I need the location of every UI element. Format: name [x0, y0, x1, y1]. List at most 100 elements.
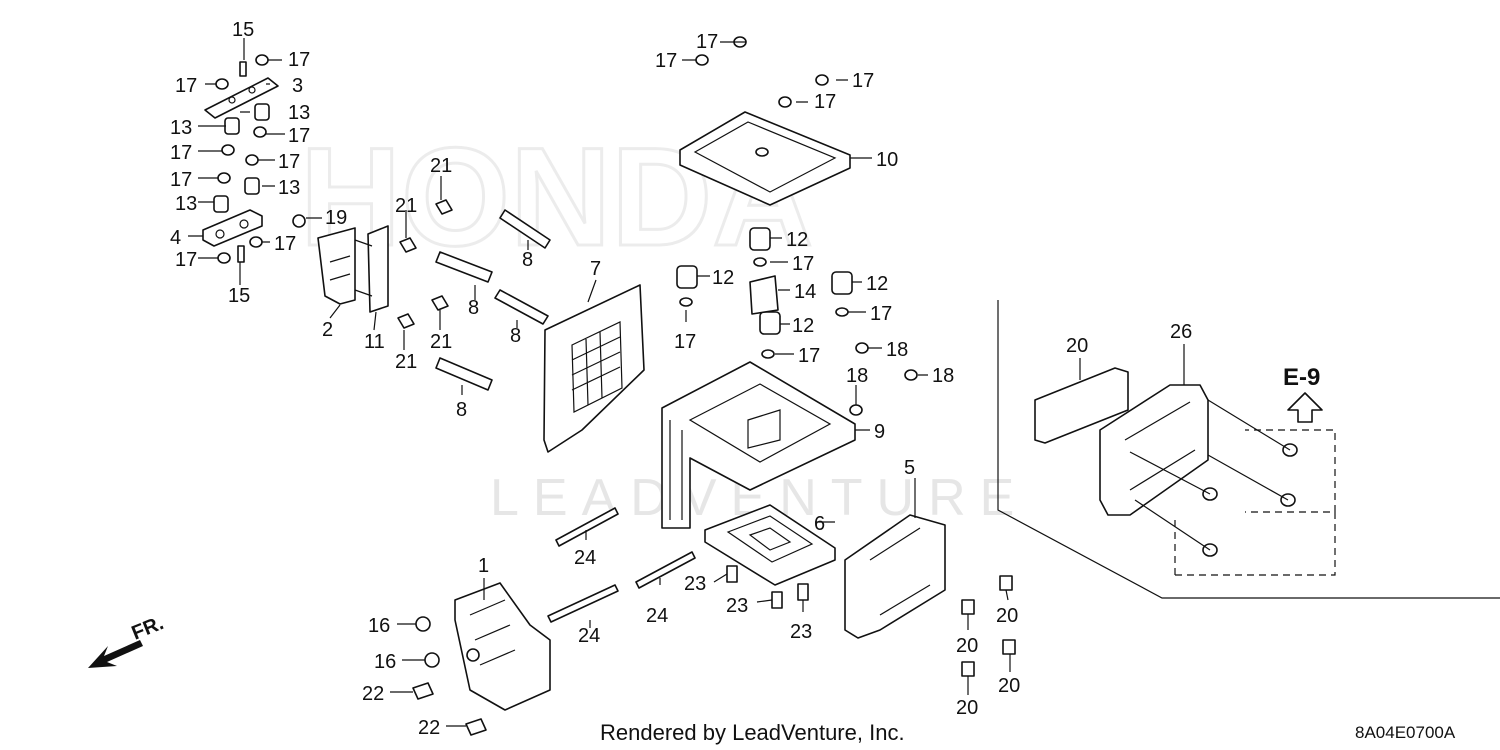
callout-label: 23 [726, 595, 748, 617]
callout-label: 4 [170, 227, 181, 249]
callout-label: 6 [814, 513, 825, 535]
nuts-18 [849, 342, 918, 416]
callout-label: 8 [468, 297, 479, 319]
callout-label: 17 [170, 142, 192, 164]
cover-25 [1099, 384, 1298, 557]
callout-label: 17 [175, 75, 197, 97]
arrow-up-outline-icon [1287, 392, 1323, 423]
callout-label: 22 [418, 717, 440, 739]
bracket-11 [354, 225, 389, 313]
callout-label: 24 [646, 605, 668, 627]
reference-arrow: E-9 [1283, 364, 1323, 423]
footer-credit: Rendered by LeadVenture, Inc. [600, 720, 905, 745]
callout-label: 24 [578, 625, 600, 647]
callout-label: 12 [712, 267, 734, 289]
label-26 [1034, 367, 1129, 444]
bolt-15 [237, 61, 247, 263]
callout-label: 5 [904, 457, 915, 479]
arrow-down-left-icon [88, 640, 143, 668]
callout-label: 13 [170, 117, 192, 139]
bracket-4 [202, 209, 263, 247]
callout-label: 15 [228, 285, 250, 307]
leader-lines [188, 38, 1291, 727]
callout-label: 8 [522, 249, 533, 271]
bolts-22 [412, 682, 487, 736]
callout-label: 12 [786, 229, 808, 251]
callout-label: 17 [852, 70, 874, 92]
callout-label: 18 [932, 365, 954, 387]
callout-label: 17 [696, 31, 718, 53]
nuts-17-left [215, 54, 269, 264]
callout-label: 17 [274, 233, 296, 255]
callout-label: 23 [684, 573, 706, 595]
callout-label: 17 [655, 50, 677, 72]
cover-5 [844, 514, 946, 639]
callout-label: 17 [170, 169, 192, 191]
callout-label: 23 [790, 621, 812, 643]
callout-label: 16 [368, 615, 390, 637]
callout-label: 17 [288, 49, 310, 71]
callout-label: 21 [430, 331, 452, 353]
callout-label: 17 [814, 91, 836, 113]
bracket-2 [292, 214, 356, 305]
callout-label: 17 [870, 303, 892, 325]
callout-label: 15 [232, 19, 254, 41]
diagram-code: 8A04E0700A [1355, 723, 1456, 742]
callout-label: 12 [866, 273, 888, 295]
callout-label: 20 [998, 675, 1020, 697]
callout-label: 17 [798, 345, 820, 367]
callout-label: 13 [175, 193, 197, 215]
base-plate-6 [704, 504, 836, 586]
mounts-12 [676, 227, 853, 359]
callout-label: 20 [1066, 335, 1088, 357]
rods-8 [435, 209, 551, 391]
callout-label: 18 [846, 365, 868, 387]
bracket-1 [454, 582, 551, 711]
callout-label: 18 [886, 339, 908, 361]
callout-label: 3 [292, 75, 303, 97]
spacer-14 [749, 275, 779, 315]
callout-label: 20 [996, 605, 1018, 627]
rubber-mount-13 [213, 103, 270, 213]
callout-label: 22 [362, 683, 384, 705]
callout-label: 21 [395, 195, 417, 217]
callout-labels: 15 17 17 3 13 13 17 17 17 17 13 13 4 19 … [170, 19, 1192, 739]
callout-label: 13 [278, 177, 300, 199]
callout-label: 26 [1170, 321, 1192, 343]
reference-label: E-9 [1283, 364, 1320, 391]
inset-panel [997, 300, 1500, 599]
callout-label: 17 [674, 331, 696, 353]
callout-label: 7 [590, 258, 601, 280]
callout-label: 8 [510, 325, 521, 347]
bolts-21 [397, 199, 453, 329]
callout-label: 11 [364, 331, 385, 353]
front-label: FR. [129, 612, 167, 644]
callout-label: 24 [574, 547, 596, 569]
callout-label: 19 [325, 207, 347, 229]
callout-label: 16 [374, 651, 396, 673]
callout-label: 17 [175, 249, 197, 271]
callout-label: 1 [478, 555, 489, 577]
callout-label: 12 [792, 315, 814, 337]
callout-label: 20 [956, 635, 978, 657]
callout-label: 20 [956, 697, 978, 719]
callout-label: 14 [794, 281, 816, 303]
callout-label: 17 [792, 253, 814, 275]
callout-label: 21 [395, 351, 417, 373]
frame-9 [661, 361, 856, 529]
callout-label: 13 [288, 102, 310, 124]
front-indicator: FR. [88, 612, 167, 668]
panel-7 [543, 284, 645, 453]
callout-label: 2 [322, 319, 333, 341]
callout-label: 21 [430, 155, 452, 177]
bolts-20 [961, 575, 1016, 677]
long-bolts-24 [547, 507, 696, 623]
callout-label: 10 [876, 149, 898, 171]
plate-10 [679, 111, 851, 206]
callout-label: 17 [278, 151, 300, 173]
bracket-3 [204, 77, 279, 119]
callout-label: 8 [456, 399, 467, 421]
callout-label: 17 [288, 125, 310, 147]
callout-label: 9 [874, 421, 885, 443]
